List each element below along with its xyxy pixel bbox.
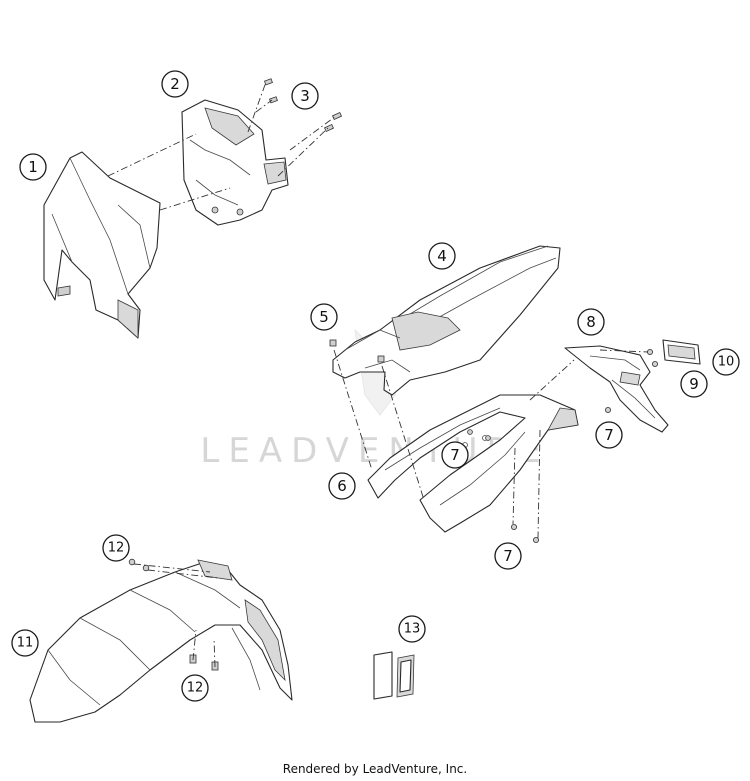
callout-2: 2 — [161, 70, 189, 98]
svg-text:6: 6 — [337, 477, 347, 495]
callout-12b: 12 — [181, 674, 209, 702]
callout-1: 1 — [19, 153, 47, 181]
leader-lines-front — [107, 81, 337, 211]
svg-text:7: 7 — [450, 446, 460, 464]
callout-12a: 12 — [102, 534, 130, 562]
svg-text:12: 12 — [187, 681, 204, 696]
panel-screws[interactable] — [467, 429, 540, 544]
front-fender[interactable] — [29, 559, 293, 723]
decal-strips[interactable] — [373, 651, 415, 700]
callout-6: 6 — [328, 472, 356, 500]
callout-7b: 7 — [595, 421, 623, 449]
svg-text:11: 11 — [17, 636, 34, 651]
callout-8: 8 — [577, 308, 605, 336]
headlight-mask[interactable] — [43, 151, 161, 339]
svg-text:9: 9 — [689, 375, 699, 393]
svg-text:7: 7 — [503, 547, 513, 565]
svg-text:3: 3 — [300, 87, 310, 105]
footer-credit: Rendered by LeadVenture, Inc. — [282, 762, 468, 776]
headlight-bracket[interactable] — [181, 99, 289, 226]
svg-text:7: 7 — [604, 426, 614, 444]
svg-text:2: 2 — [170, 75, 180, 93]
callout-13: 13 — [398, 615, 426, 643]
callout-5: 5 — [310, 303, 338, 331]
svg-text:4: 4 — [437, 247, 447, 265]
svg-text:1: 1 — [28, 158, 38, 176]
svg-text:13: 13 — [404, 622, 421, 637]
license-plate-holder[interactable] — [564, 345, 669, 433]
leader-lines-rear — [333, 349, 649, 539]
side-panel-frame[interactable] — [367, 394, 579, 533]
reflector[interactable] — [662, 339, 701, 365]
fender-screws[interactable] — [329, 339, 385, 363]
callout-11: 11 — [11, 629, 39, 657]
callout-10: 10 — [712, 348, 740, 376]
reflector-nuts[interactable] — [605, 348, 659, 413]
callout-7c: 7 — [494, 542, 522, 570]
rear-fender[interactable] — [332, 245, 561, 396]
callout-9: 9 — [680, 370, 708, 398]
leader-lines-fender — [133, 563, 219, 668]
svg-text:10: 10 — [718, 355, 735, 370]
callout-7a: 7 — [441, 441, 469, 469]
callout-4: 4 — [428, 242, 456, 270]
svg-text:5: 5 — [319, 308, 329, 326]
callout-3: 3 — [291, 82, 319, 110]
svg-text:12: 12 — [108, 541, 125, 556]
svg-text:8: 8 — [586, 313, 596, 331]
bracket-screws[interactable] — [263, 78, 343, 133]
